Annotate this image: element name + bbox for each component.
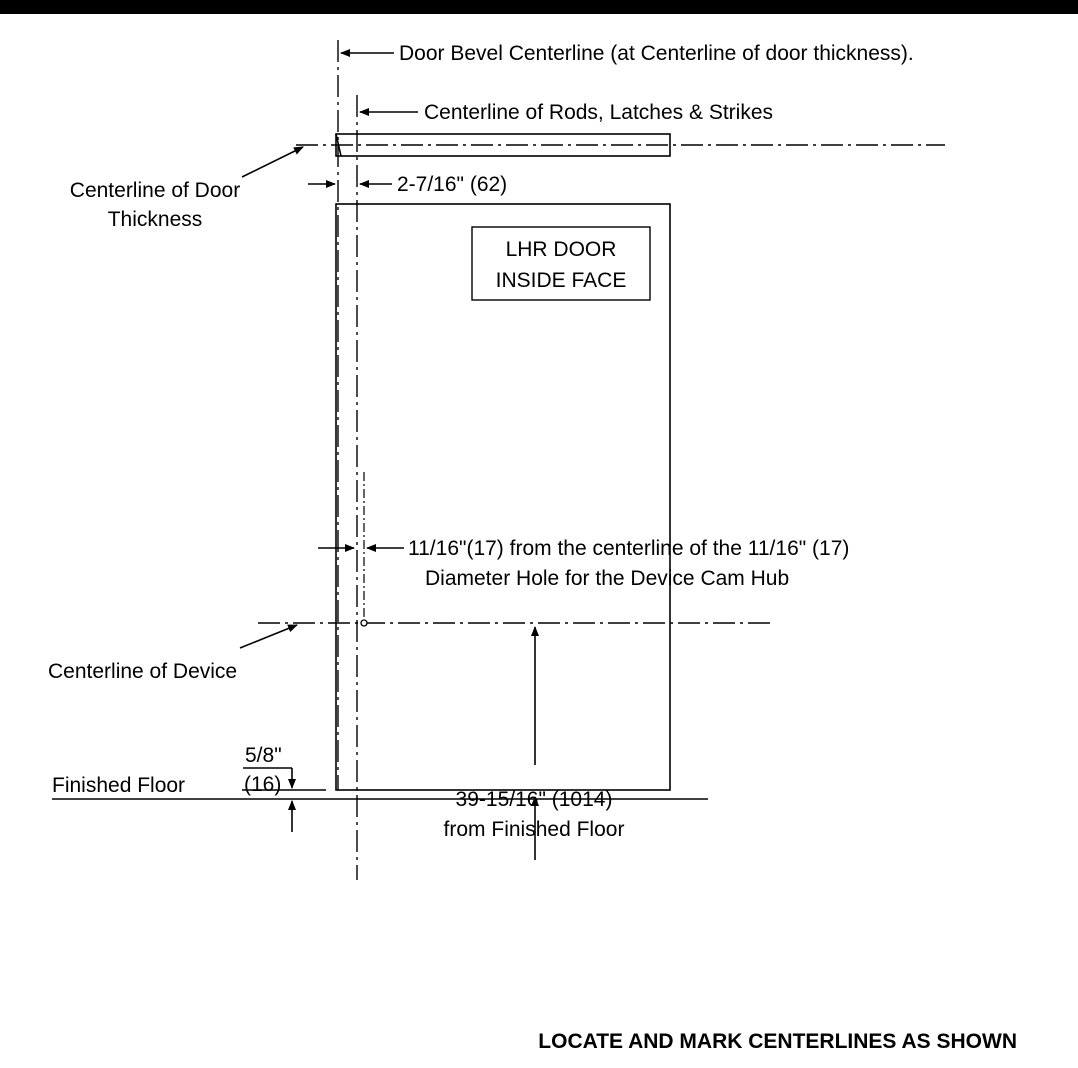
cam-hub-hole xyxy=(360,619,368,627)
leader-door-thickness xyxy=(241,146,304,178)
label-gap-dim-1: 5/8" xyxy=(245,744,282,767)
footer-instruction: LOCATE AND MARK CENTERLINES AS SHOWN xyxy=(538,1030,1017,1053)
door-outline xyxy=(335,203,671,791)
label-door-thickness-2: Thickness xyxy=(108,208,203,231)
label-door-box-1: LHR DOOR xyxy=(506,238,617,261)
label-hub-note-2: Diameter Hole for the Device Cam Hub xyxy=(425,567,789,590)
label-height-dim-2: from Finished Floor xyxy=(444,818,625,841)
label-gap-dim-2: (16) xyxy=(244,773,281,796)
leader-device xyxy=(239,624,298,649)
label-door-bevel-centerline: Door Bevel Centerline (at Centerline of … xyxy=(399,42,914,65)
label-door-box-2: INSIDE FACE xyxy=(496,269,627,292)
label-offset-dimension: 2-7/16" (62) xyxy=(397,173,507,196)
label-height-dim-1: 39-15/16" (1014) xyxy=(456,788,613,811)
label-hub-note-1: 11/16"(17) from the centerline of the 11… xyxy=(408,537,849,560)
top-black-bar xyxy=(0,0,1078,14)
label-rods-centerline: Centerline of Rods, Latches & Strikes xyxy=(424,101,773,124)
door-label-box xyxy=(471,226,651,301)
label-device-centerline: Centerline of Device xyxy=(48,660,237,683)
label-finished-floor: Finished Floor xyxy=(52,774,185,797)
label-door-thickness-1: Centerline of Door xyxy=(70,179,240,202)
